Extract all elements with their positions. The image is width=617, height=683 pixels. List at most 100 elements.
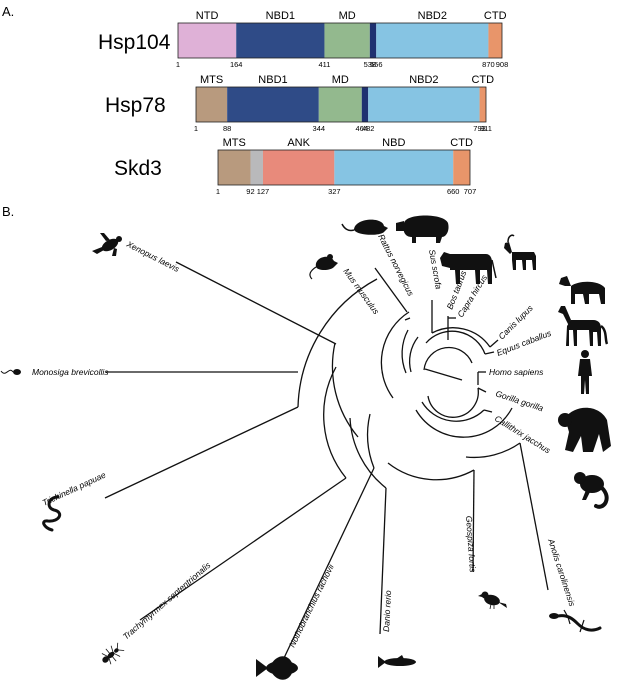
tree-branch (380, 311, 410, 399)
position-label: 870 (482, 60, 495, 69)
tree-branch (331, 342, 359, 438)
horse-silhouette (558, 306, 609, 346)
position-label: 482 (362, 124, 375, 133)
tree-branch (401, 329, 409, 374)
domain-block (262, 150, 335, 185)
tree-branch (423, 346, 473, 371)
lizard-silhouette (549, 609, 602, 633)
protein-outline (195, 86, 487, 123)
tree-branch (349, 417, 387, 489)
mouse-silhouette (309, 254, 338, 280)
phylogenetic-tree (104, 261, 549, 659)
protein-outline (177, 22, 503, 59)
species-labels: Xenopus laevis Monosiga brevicollis Tric… (32, 232, 578, 649)
domain-label: NBD (382, 137, 405, 149)
domain-block (324, 23, 370, 58)
position-label: 464 (356, 124, 369, 133)
domain-block (250, 150, 263, 185)
tree-branch (472, 469, 475, 573)
position-label: 127 (257, 187, 270, 196)
species-label-callithrix: Callithrix jacchus (493, 413, 553, 456)
position-label: 556 (370, 60, 383, 69)
species-label-rattus: Rattus norvegicus (376, 232, 416, 298)
worm-silhouette (42, 495, 62, 532)
position-label: 411 (318, 60, 330, 69)
domain-block (178, 23, 237, 58)
domain-block (218, 150, 251, 185)
tree-branch (374, 267, 408, 313)
tree-branch (366, 413, 375, 469)
tree-branch (379, 487, 387, 635)
human-silhouette (578, 350, 592, 394)
tree-branch (424, 368, 463, 381)
killifish-silhouette (256, 656, 298, 680)
tree-branch (283, 467, 375, 659)
tree-branch (387, 462, 475, 481)
domain-label: MTS (200, 74, 223, 86)
marmoset-silhouette (574, 472, 609, 509)
cow-silhouette (440, 252, 497, 284)
domain-label: ANK (287, 137, 310, 149)
position-label: 1 (176, 60, 180, 69)
tree-branch (323, 366, 347, 479)
choanoflagellate-silhouette (0, 369, 21, 375)
silhouettes (0, 215, 611, 680)
tree-branch (139, 477, 347, 621)
tree-branch (431, 327, 491, 348)
domain-block (453, 150, 470, 185)
domain-block (368, 87, 480, 122)
tree-branch (519, 442, 549, 591)
protein-outline (217, 149, 471, 186)
tree-branch (427, 387, 479, 418)
domain-block (318, 87, 362, 122)
ant-silhouette (101, 642, 125, 665)
domain-block (369, 23, 377, 58)
domain-block (479, 87, 486, 122)
tree-branch (404, 317, 411, 321)
panel-b-label: B. (2, 204, 14, 219)
position-label: 164 (230, 60, 243, 69)
position-label: 327 (328, 187, 341, 196)
protein-name: Skd3 (114, 157, 162, 180)
position-label: 660 (447, 187, 460, 196)
domain-label: CTD (471, 74, 494, 86)
domain-label: NBD2 (409, 74, 438, 86)
domain-block (196, 87, 228, 122)
goat-silhouette (504, 234, 536, 270)
species-label-gorilla: Gorilla gorilla (494, 388, 545, 413)
tree-branch (425, 330, 486, 355)
tree-branch (483, 409, 493, 413)
species-label-xenopus: Xenopus laevis (124, 238, 181, 274)
domain-label: NBD1 (266, 10, 295, 22)
protein-name: Hsp104 (98, 31, 171, 54)
domain-label: CTD (484, 10, 507, 22)
protein-name: Hsp78 (105, 94, 166, 117)
position-label: 908 (496, 60, 509, 69)
species-label-monosiga: Monosiga brevicollis (32, 367, 109, 377)
gorilla-silhouette (558, 407, 611, 452)
domain-label: MD (332, 74, 349, 86)
species-label-trachymyrmex: Trachymyrmex septentrionalis (121, 560, 213, 642)
species-label-sus: Sus scrofa (427, 249, 444, 291)
frog-silhouette (92, 233, 122, 256)
tree-branch (489, 339, 499, 348)
domain-label: MD (339, 10, 356, 22)
position-label: 92 (246, 187, 254, 196)
tree-branch (465, 442, 521, 459)
tree-branch (175, 261, 337, 345)
position-label: 1 (194, 124, 198, 133)
domain-label: NBD2 (418, 10, 447, 22)
zebrafish-silhouette (378, 655, 416, 668)
domain-block (227, 87, 319, 122)
domain-block (334, 150, 454, 185)
domain-block (236, 23, 325, 58)
species-label-mus: Mus musculus (341, 266, 381, 316)
tree-branch (408, 336, 419, 373)
species-label-geospiza: Geospiza fortis (464, 515, 478, 573)
position-label: 344 (313, 124, 326, 133)
domain-label: NBD1 (258, 74, 287, 86)
tree-branch (421, 401, 485, 422)
domain-label: NTD (196, 10, 219, 22)
